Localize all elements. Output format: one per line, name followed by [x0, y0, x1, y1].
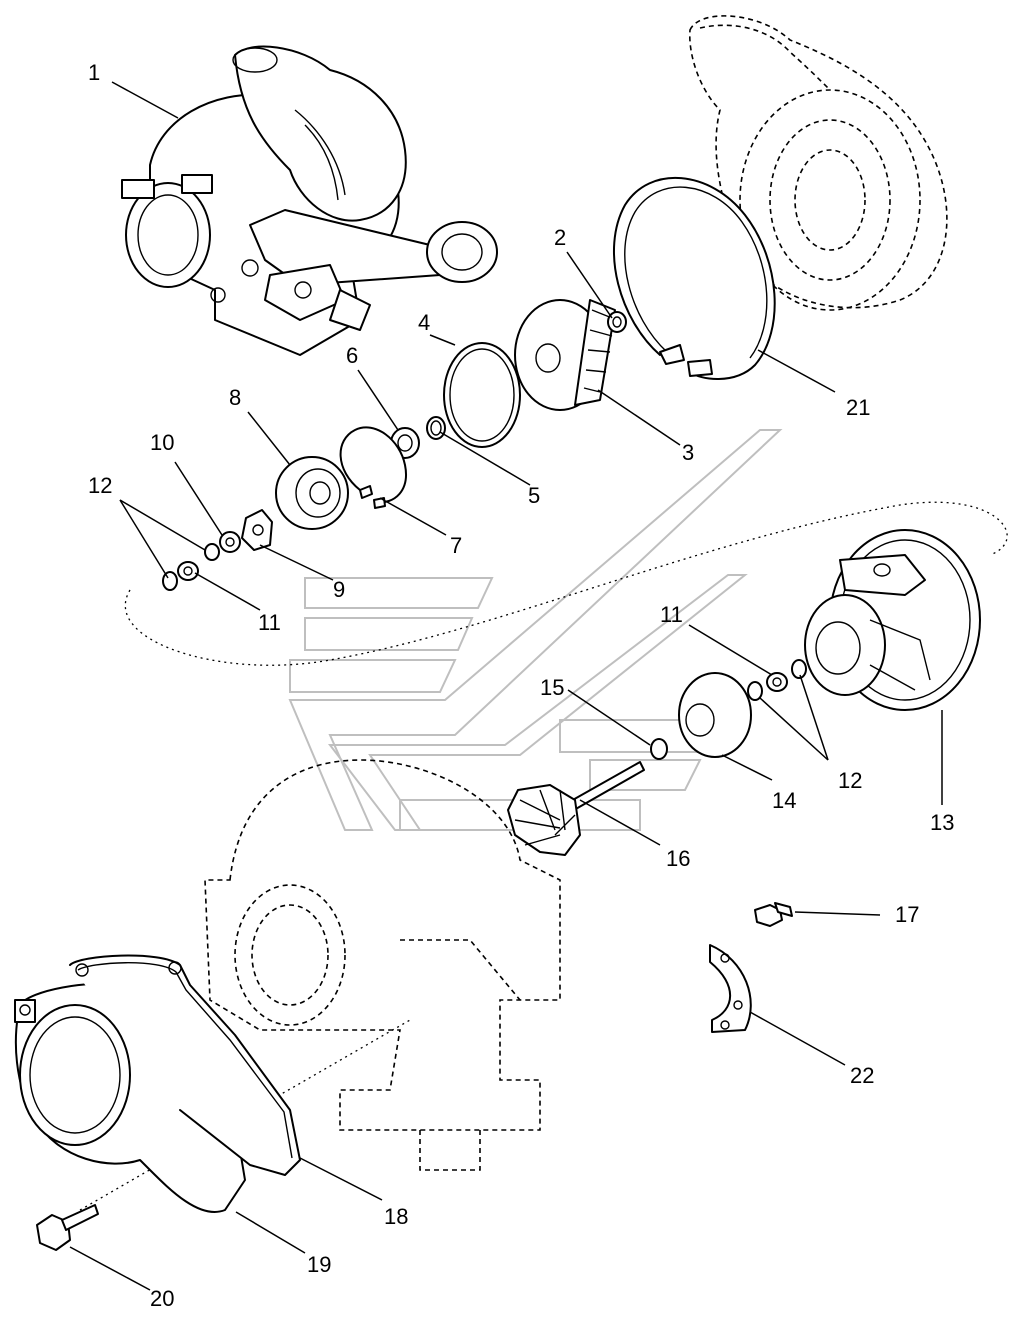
- part-14-heat-shield: [678, 672, 752, 758]
- part-8-insert: [275, 456, 349, 530]
- ghost-turbine-housing: [204, 759, 561, 1171]
- callout-21: 21: [846, 395, 870, 420]
- part-18-gasket: [69, 954, 301, 1176]
- part-7-snap-ring: [339, 426, 407, 509]
- callout-4: 4: [418, 310, 430, 335]
- part-20-bolt: [36, 1204, 99, 1251]
- part-1-turbocharger-assembly: [121, 45, 498, 356]
- part-21-snap-ring: [613, 176, 776, 380]
- callout-17: 17: [895, 902, 919, 927]
- callout-12-right: 12: [838, 768, 862, 793]
- part-16-turbine-wheel-shaft: [507, 761, 645, 856]
- callout-14: 14: [772, 788, 796, 813]
- dotted-guide-line: [124, 501, 1008, 666]
- callout-8: 8: [229, 385, 241, 410]
- part-11-journal-bearing-left: [177, 561, 199, 581]
- part-22-clamp-plate: [709, 944, 752, 1033]
- part-17-bolt: [754, 902, 793, 927]
- part-9-thrust-bearing: [241, 509, 273, 551]
- part-15-seal-ring: [650, 738, 668, 760]
- callout-18: 18: [384, 1204, 408, 1229]
- part-10-washer: [204, 531, 241, 561]
- callout-6: 6: [346, 343, 358, 368]
- callout-11-right: 11: [660, 602, 683, 627]
- callout-11-left: 11: [258, 610, 281, 635]
- part-2-nut: [607, 311, 627, 333]
- part-12-retaining-ring-right: [747, 659, 807, 701]
- callout-9: 9: [333, 577, 345, 602]
- callout-19: 19: [307, 1252, 331, 1277]
- callout-1: 1: [88, 60, 100, 85]
- callout-16: 16: [666, 846, 690, 871]
- part-4-o-ring: [443, 342, 521, 448]
- part-3-compressor-wheel: [514, 299, 616, 411]
- part-5-ring: [426, 416, 446, 440]
- part-19-outlet-elbow: [14, 982, 246, 1213]
- callout-20: 20: [150, 1286, 174, 1311]
- part-13-center-housing: [804, 529, 981, 711]
- leader-lines: [69, 81, 943, 1291]
- callout-7: 7: [450, 533, 462, 558]
- callout-10: 10: [150, 430, 174, 455]
- callout-labels: 1 2 3 4 5 6 7 8 9 10 11 11 12 12 13 14 1…: [88, 60, 954, 1311]
- callout-15: 15: [540, 675, 564, 700]
- callout-3: 3: [682, 440, 694, 465]
- callout-2: 2: [554, 225, 566, 250]
- callout-5: 5: [528, 483, 540, 508]
- callout-22: 22: [850, 1063, 874, 1088]
- ghost-compressor-housing: [689, 15, 948, 311]
- callout-12-left: 12: [88, 473, 112, 498]
- part-11-journal-bearing-right: [766, 672, 788, 692]
- callout-13: 13: [930, 810, 954, 835]
